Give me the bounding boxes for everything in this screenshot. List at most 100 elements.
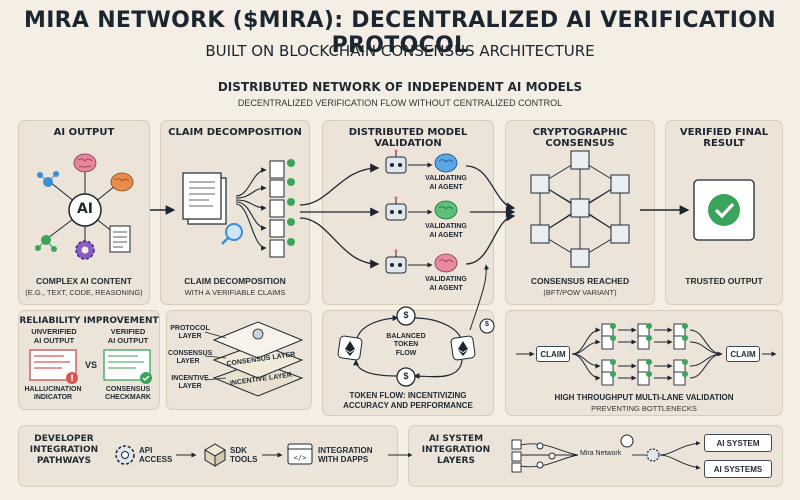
- token-coin-icon-bottom: [396, 367, 416, 387]
- molecule-green-icon: [35, 235, 57, 252]
- validating-agent-label-3: VALIDATING AI AGENT: [420, 276, 472, 294]
- ai-system-heading-line2: INTEGRATION: [421, 444, 491, 455]
- claim-document-icon: [182, 172, 227, 225]
- robot-icon-2: [385, 196, 407, 221]
- token-symbol-side: $: [485, 321, 489, 328]
- section-title: DISTRIBUTED NETWORK OF INDEPENDENT AI MO…: [217, 80, 583, 94]
- token-symbol-bottom: $: [403, 371, 409, 381]
- magnifier-icon: [221, 223, 243, 245]
- robot-icon-3: [385, 249, 407, 274]
- section-subtitle: DECENTRALIZED VERIFICATION FLOW WITHOUT …: [237, 98, 563, 108]
- robot-icon-1: [385, 149, 407, 174]
- verified-label-line2: AI OUTPUT: [107, 335, 149, 345]
- code-window-icon: </>: [287, 443, 313, 465]
- ai-hub-icon: [47, 168, 121, 246]
- incentive-layer-label: INCENTIVE LAYER: [170, 375, 210, 391]
- hallucination-label: HALLUCINATION INDICATOR: [20, 386, 86, 402]
- ai-hub-label: AI: [76, 201, 94, 217]
- ai-system-box-1: AI SYSTEM: [704, 434, 772, 452]
- cryptographic-consensus-heading: CRYPTOGRAPHIC CONSENSUS: [532, 127, 628, 149]
- lane-docs-icon: [601, 323, 686, 386]
- validating-agent-label-1-line1: VALIDATING: [425, 175, 467, 182]
- mini-network-icon: [511, 439, 556, 473]
- token-flow-center-line2: TOKEN: [393, 341, 419, 349]
- unverified-window-icon: !: [29, 349, 78, 384]
- lane-check-icons: [610, 323, 688, 377]
- token-flow-caption-line1: TOKEN FLOW: INCENTIVIZING: [349, 391, 467, 400]
- token-flow-center-label: BALANCED TOKEN FLOW: [376, 333, 436, 358]
- protocol-layer-label-line1: PROTOCOL: [170, 325, 210, 332]
- hallucination-label-line1: HALLUCINATION: [24, 386, 82, 393]
- developer-heading: DEVELOPER INTEGRATION PATHWAYS: [24, 434, 104, 466]
- mira-network-label: Mira Network: [580, 450, 622, 457]
- brain-orange-icon: [110, 172, 134, 192]
- svg-text:</>: </>: [294, 454, 307, 462]
- token-coin-icon-top: [396, 306, 416, 326]
- document-icon: [109, 225, 131, 253]
- ai-system-heading-line1: AI SYSTEM: [428, 434, 484, 444]
- verified-window-icon: [103, 349, 152, 384]
- ai-output-caption-sub: (E.G., TEXT, CODE, REASONING): [25, 288, 143, 297]
- layer-stack-icon: [212, 321, 304, 397]
- unverified-label: UNVERIFIED AI OUTPUT: [26, 327, 82, 345]
- ai-system-heading: AI SYSTEM INTEGRATION LAYERS: [416, 434, 496, 466]
- integration-dapps-label: INTEGRATION WITH DAPPS: [318, 446, 388, 464]
- consensus-checkmark-label: CONSENSUS CHECKMARK: [98, 386, 158, 402]
- token-symbol-top: $: [403, 310, 409, 320]
- claim-box-left: CLAIM: [536, 346, 570, 362]
- consensus-caption: CONSENSUS REACHED: [530, 276, 630, 286]
- page-subtitle: BUILT ON BLOCKCHAIN CONSENSUS ARCHITECTU…: [205, 42, 595, 60]
- token-flow-center-line1: BALANCED: [386, 333, 426, 340]
- ai-system-box-2: AI SYSTEMS: [704, 460, 772, 478]
- validating-agent-label-3-line2: AI AGENT: [429, 284, 463, 292]
- api-gear-icon: [115, 445, 135, 465]
- consensus-checkmark-label-line1: CONSENSUS: [105, 386, 151, 393]
- integration-dapps-label-line2: WITH DAPPS: [318, 455, 369, 465]
- consensus-network-icon: [530, 150, 630, 268]
- verified-result-caption: TRUSTED OUTPUT: [685, 276, 763, 286]
- validating-agent-label-1-line2: AI AGENT: [429, 183, 463, 191]
- consensus-layer-label-line2: LAYER: [176, 358, 200, 366]
- claim-decomposition-caption-sub: WITH A VERIFIABLE CLAIMS: [184, 288, 286, 297]
- api-access-label: API ACCESS: [139, 446, 179, 464]
- token-flow-panel: [322, 310, 494, 416]
- validating-agent-label-2-line2: AI AGENT: [429, 231, 463, 239]
- consensus-caption-sub: (BFT/POW VARIANT): [543, 288, 617, 297]
- claim-doc-list-icon: [269, 159, 295, 258]
- sdk-box-icon: [204, 443, 226, 467]
- incentive-layer-label-line1: INCENTIVE: [171, 375, 209, 382]
- brain-pink-icon-2: [434, 253, 458, 273]
- verified-label-line1: VERIFIED: [110, 327, 146, 336]
- molecule-blue-icon: [37, 171, 59, 187]
- developer-heading-line2: INTEGRATION: [29, 444, 99, 455]
- hallucination-label-line2: INDICATOR: [33, 394, 73, 402]
- throughput-caption-sub: PREVENTING BOTTLENECKS: [591, 404, 697, 413]
- integration-dapps-label-line1: INTEGRATION: [318, 446, 373, 455]
- sdk-tools-label: SDK TOOLS: [230, 446, 270, 464]
- claim-box-right: CLAIM: [726, 346, 760, 362]
- brain-green-icon: [434, 200, 458, 220]
- incentive-layer-label-line2: LAYER: [178, 383, 202, 391]
- claim-decomposition-caption: CLAIM DECOMPOSITION: [184, 276, 286, 286]
- consensus-layer-label-line1: CONSENSUS: [168, 350, 213, 357]
- unverified-label-line2: AI OUTPUT: [33, 335, 75, 345]
- ethereum-block-icon-left: [337, 335, 363, 361]
- token-flow-caption-line2: ACCURACY AND PERFORMANCE: [343, 401, 473, 410]
- page-title: MIRA NETWORK ($MIRA): DECENTRALIZED AI V…: [24, 8, 776, 58]
- ai-output-caption: COMPLEX AI CONTENT: [35, 276, 133, 286]
- brain-pink-icon: [73, 153, 97, 173]
- ai-system-heading-line3: LAYERS: [437, 455, 475, 466]
- mini-coin-icon: [620, 434, 634, 448]
- sdk-tools-label-line2: TOOLS: [230, 455, 258, 465]
- validating-agent-label-2-line1: VALIDATING: [425, 223, 467, 230]
- validating-agent-label-3-line1: VALIDATING: [425, 276, 467, 283]
- distributed-validation-heading: DISTRIBUTED MODEL VALIDATION: [348, 127, 468, 149]
- svg-text:!: !: [70, 374, 74, 384]
- vs-label: VS: [84, 360, 97, 370]
- validating-agent-label-1: VALIDATING AI AGENT: [420, 175, 472, 193]
- protocol-layer-label-line2: LAYER: [178, 333, 202, 341]
- validating-agent-label-2: VALIDATING AI AGENT: [420, 223, 472, 241]
- reliability-heading: RELIABILITY IMPROVEMENT: [19, 316, 159, 326]
- token-coin-icon-side: [479, 318, 495, 334]
